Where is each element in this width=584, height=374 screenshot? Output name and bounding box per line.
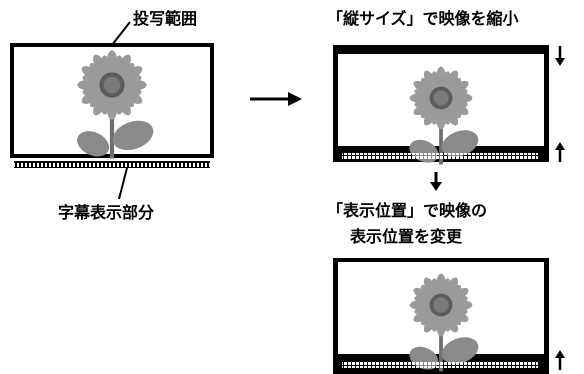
- arrow-down-icon: [430, 172, 442, 191]
- arrow-down-icon: [555, 46, 565, 66]
- position-caption-line2: 表示位置を変更: [350, 227, 463, 246]
- subtitle-area-label: 字幕表示部分: [58, 203, 155, 222]
- subtitle-strip: [342, 153, 538, 159]
- shrink-caption: 「縦サイズ」で映像を縮小: [327, 9, 519, 28]
- position-caption-line1: 「表示位置」で映像の: [327, 201, 488, 220]
- repositioned-screen: [333, 258, 549, 374]
- subtitle-strip: [342, 362, 538, 368]
- shrunk-screen: [333, 45, 549, 168]
- original-screen: [10, 43, 214, 168]
- arrow-up-icon: [555, 350, 565, 370]
- subtitle-strip: [14, 161, 210, 168]
- subtitle-area-leader: [118, 167, 128, 200]
- arrow-right-icon: [250, 92, 302, 106]
- arrow-up-icon: [555, 142, 565, 162]
- projection-range-label: 投写範囲: [133, 9, 198, 28]
- projection-range-leader: [111, 21, 131, 46]
